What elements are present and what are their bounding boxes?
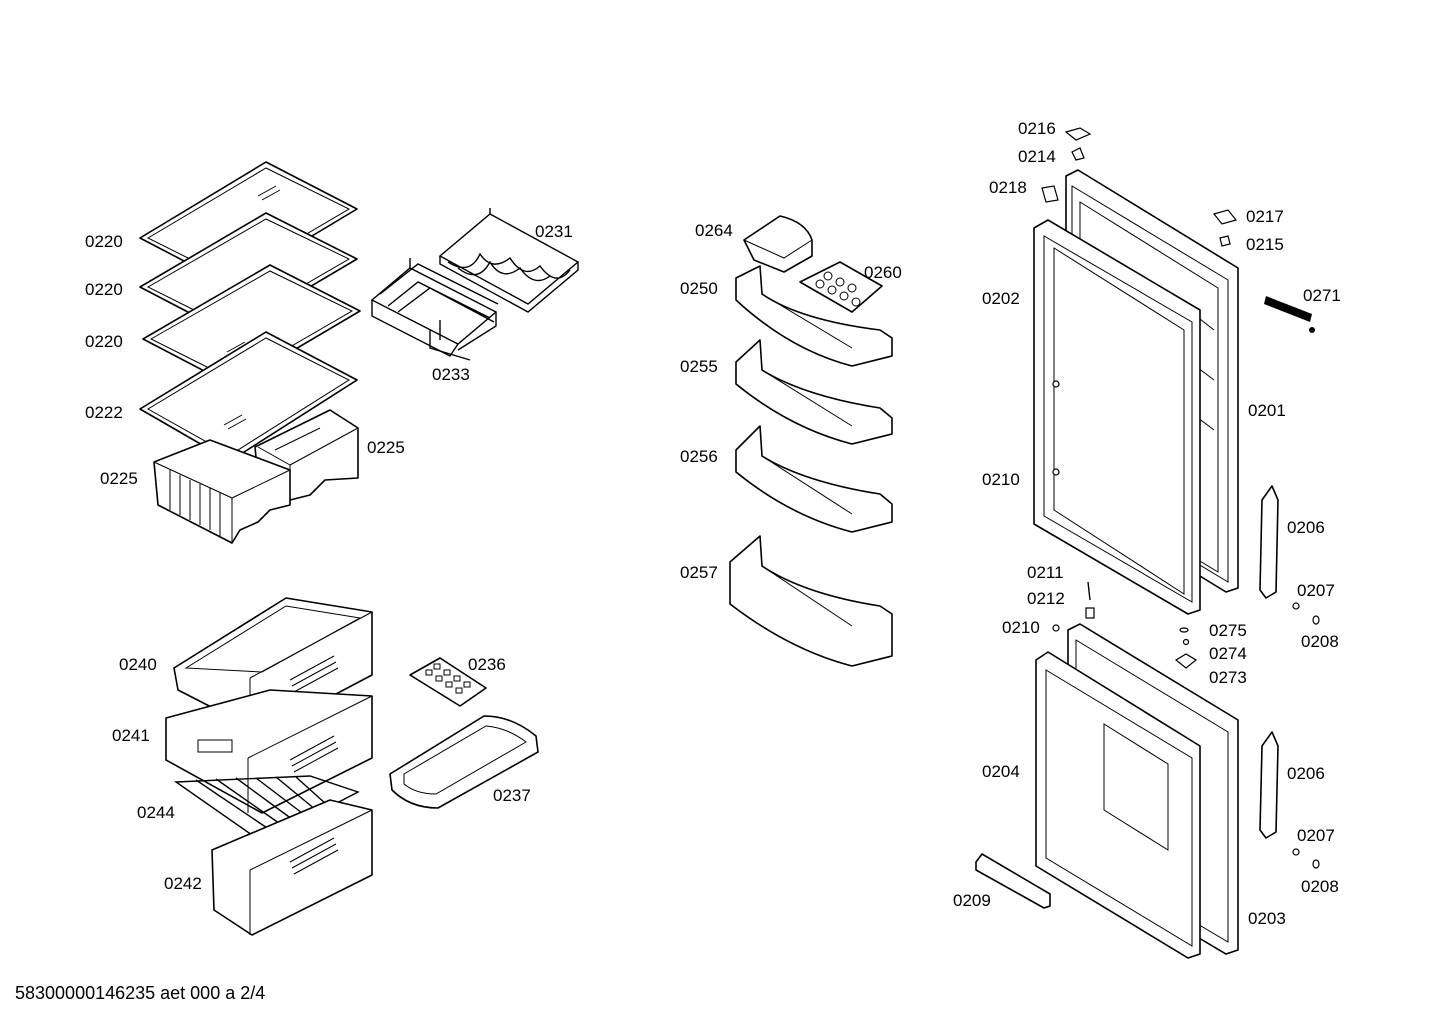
label-0250: 0250 [680,279,718,298]
handle-0206-lower [1259,731,1279,839]
label-0217: 0217 [1246,207,1284,226]
screw-0207-lower [1292,848,1300,856]
label-0231: 0231 [535,222,573,241]
label-0203: 0203 [1248,909,1286,928]
label-0240: 0240 [119,655,157,674]
freezer-tray-0237 [389,715,539,809]
label-0264: 0264 [695,221,733,240]
door-shelf-0255 [735,339,893,445]
label-0204: 0204 [982,762,1020,781]
label-0215: 0215 [1246,235,1284,254]
label-0225-a: 0225 [367,438,405,457]
label-0222: 0222 [85,403,123,422]
label-0233: 0233 [432,365,470,384]
ice-cube-tray-0236 [409,657,487,707]
washer-0208-upper [1312,615,1320,625]
wine-rack-0231 [438,208,580,313]
label-0202: 0202 [982,289,1020,308]
drawing-footer-id: 58300000146235 aet 000 a 2/4 [15,983,265,1003]
label-0257: 0257 [680,563,718,582]
label-0212: 0212 [1027,589,1065,608]
label-0273: 0273 [1209,668,1247,687]
label-0210-b: 0210 [1002,618,1040,637]
label-0214: 0214 [1018,147,1056,166]
hinge-0214 [1071,147,1085,161]
freezer-drawer-0242 [211,799,373,936]
label-0201: 0201 [1248,401,1286,420]
door-shelf-0257 [729,535,893,667]
freezer-drawer-0241 [165,689,373,814]
egg-tray-0260 [799,261,883,313]
door-shelf-0250 [735,265,893,367]
label-0236: 0236 [468,655,506,674]
label-0260: 0260 [864,263,902,282]
label-0241: 0241 [112,726,150,745]
label-0271: 0271 [1303,286,1341,305]
screw-0274 [1182,638,1190,646]
washer-0208-lower [1312,859,1320,869]
door-gasket-0202 [1033,219,1201,615]
door-shelf-0256 [735,425,893,533]
label-0207-a: 0207 [1297,581,1335,600]
label-0209: 0209 [953,891,991,910]
wine-rack-0233 [370,258,499,361]
hinge-cover-0217 [1212,209,1238,225]
crisper-box-0225-left [153,439,291,544]
screw-kit-0271 [1264,296,1315,333]
hinge-cover-0216 [1064,127,1092,141]
label-0208-b: 0208 [1301,877,1339,896]
label-0206-b: 0206 [1287,764,1325,783]
hinge-0215 [1219,235,1231,247]
label-0237: 0237 [493,786,531,805]
label-0244: 0244 [137,803,175,822]
label-0242: 0242 [164,874,202,893]
screw-0210-upper [1052,380,1060,476]
label-0256: 0256 [680,447,718,466]
label-0255: 0255 [680,357,718,376]
label-0220-b: 0220 [85,280,123,299]
screw-0207-upper [1292,602,1300,610]
label-0274: 0274 [1209,644,1247,663]
label-0275: 0275 [1209,621,1247,640]
handle-0206-upper [1259,485,1279,599]
cover-strip-0209 [975,853,1051,909]
label-0208-a: 0208 [1301,632,1339,651]
label-0225-b: 0225 [100,469,138,488]
butter-compartment-0264 [743,215,813,273]
label-0218: 0218 [989,178,1027,197]
clip-0218 [1041,185,1059,203]
wire-grid-0244 [173,775,360,843]
pin-0211 [1087,581,1091,601]
hinge-0273 [1174,653,1198,669]
bush-0212 [1085,607,1095,619]
label-0210-a: 0210 [982,470,1020,489]
washer-0275 [1179,627,1189,633]
label-0206-a: 0206 [1287,518,1325,537]
label-0220-c: 0220 [85,332,123,351]
label-0220-a: 0220 [85,232,123,251]
door-gasket-0204 [1035,651,1201,959]
label-0211: 0211 [1027,563,1064,582]
label-0216: 0216 [1018,119,1056,138]
label-0207-b: 0207 [1297,826,1335,845]
